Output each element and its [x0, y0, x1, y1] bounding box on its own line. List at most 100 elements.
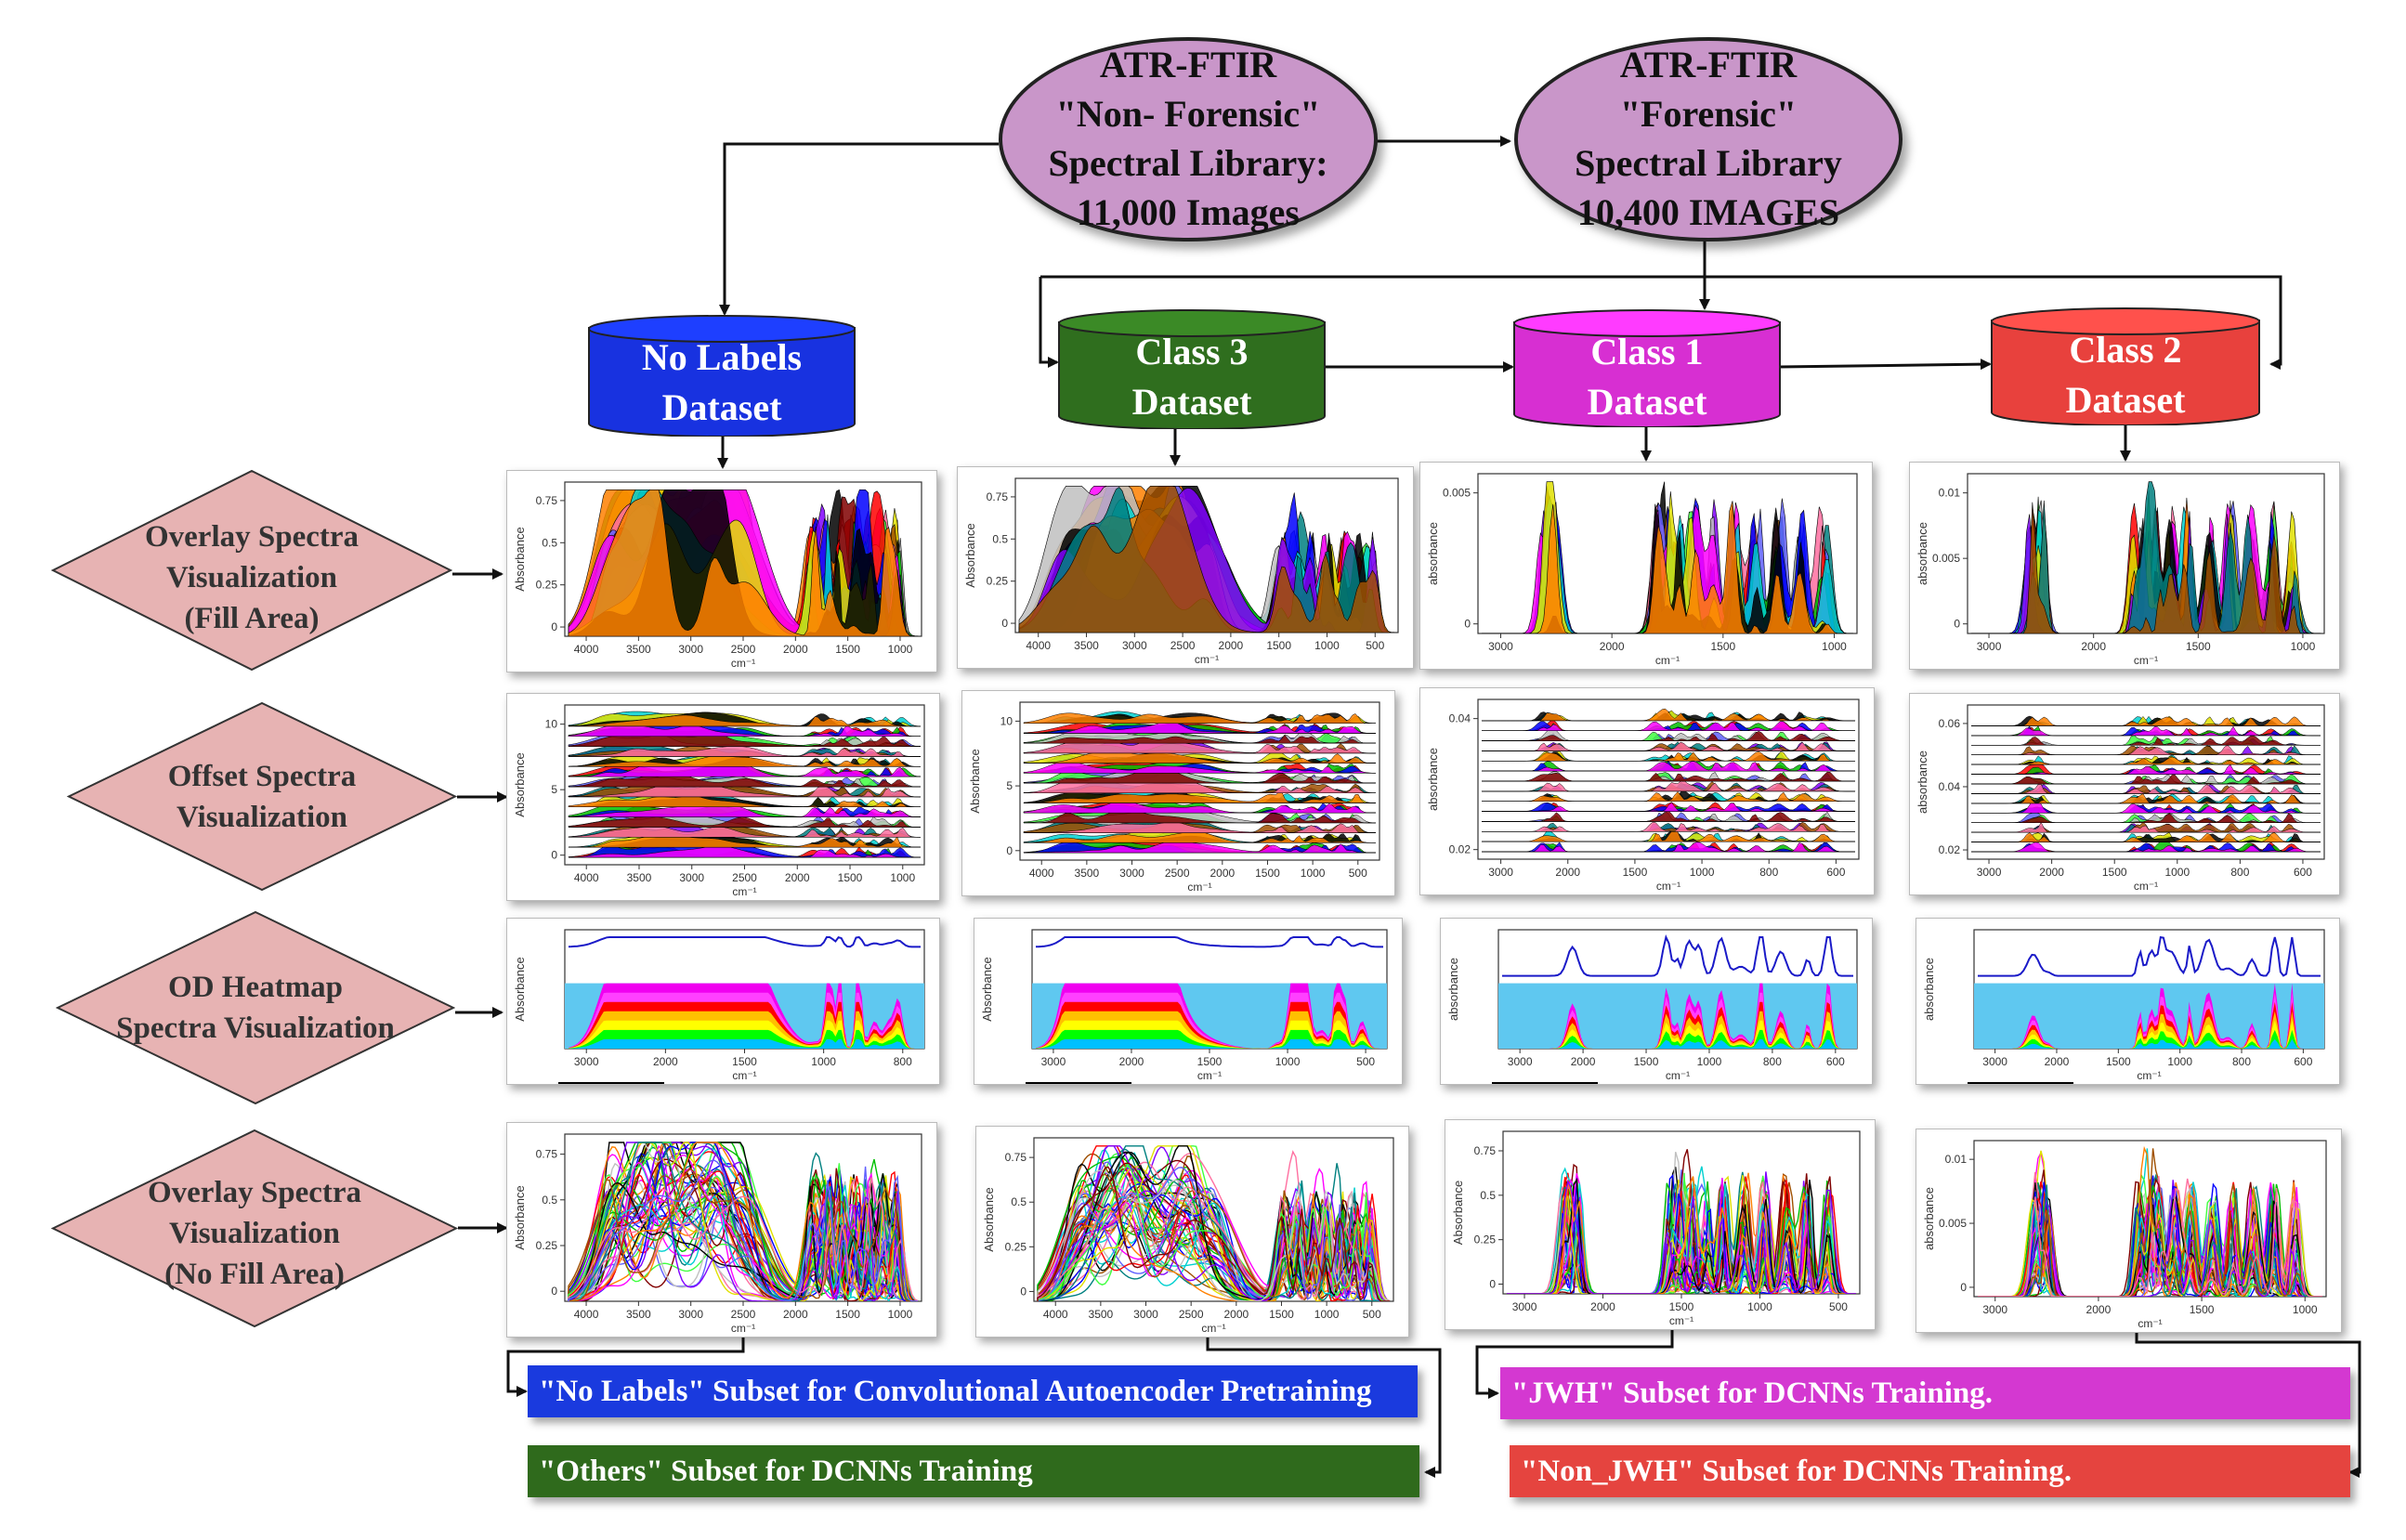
x-tick-label: 2500 — [731, 643, 756, 656]
nonforensic-library-node: ATR-FTIR "Non- Forensic" Spectral Librar… — [999, 37, 1378, 241]
dataset-class1-line-1: Class 1 — [1590, 331, 1704, 372]
x-tick-label: 1500 — [1623, 866, 1648, 879]
offset-series — [1970, 725, 2321, 737]
x-tick-label: 500 — [1349, 867, 1367, 880]
y-axis-label: Absorbance — [1451, 1181, 1465, 1245]
y-tick-label: 0 — [1954, 618, 1960, 631]
plot-area — [1018, 486, 1395, 633]
offset-series — [1970, 764, 2321, 775]
dataset-class3-line-2: Dataset — [1131, 381, 1252, 423]
heatmap-band — [569, 1038, 921, 1049]
x-tick-label: 500 — [1366, 639, 1384, 652]
y-tick-label: 0.25 — [1474, 1233, 1497, 1246]
x-tick-label: 2500 — [732, 871, 757, 884]
y-tick-label: 0.01 — [1939, 487, 1961, 500]
offset-series — [1970, 797, 2321, 814]
colorbar-background — [558, 1082, 664, 1084]
diamond-overlay-nofill-line-1: Overlay Spectra — [147, 1176, 362, 1209]
offset-series — [1481, 741, 1856, 751]
diamond-shape — [56, 910, 455, 1105]
y-tick-label: 0.04 — [1939, 780, 1961, 793]
spectrum-series — [1037, 1187, 1391, 1301]
x-tick-label: 3500 — [626, 1308, 651, 1321]
spectrum-series — [1978, 1189, 2322, 1297]
y-axis-label: Absorbance — [982, 1187, 996, 1251]
heatmap-band — [1978, 1001, 2321, 1049]
y-tick-label: 0 — [551, 620, 557, 633]
offset-series — [1481, 731, 1856, 741]
diamond-offset-line-2: Visualization — [177, 800, 347, 834]
dataset-class1: Class 1 Dataset — [1512, 308, 1782, 428]
x-tick-label: 1500 — [1634, 1055, 1659, 1068]
plot-area — [1037, 1145, 1391, 1301]
plot-area — [1970, 715, 2321, 853]
colorbar-background — [1026, 1082, 1131, 1084]
x-tick-label: 1000 — [1697, 1055, 1722, 1068]
x-tick-label: 2000 — [1119, 1055, 1144, 1068]
offset-series — [1481, 779, 1856, 792]
diamond-heatmap-line-2: Spectra Visualization — [116, 1011, 395, 1045]
spectrum-series — [1978, 1171, 2322, 1297]
offset-series — [1970, 735, 2321, 746]
offset-series — [1970, 793, 2321, 804]
dataset-nolabels-line-1: No Labels — [641, 336, 803, 378]
x-tick-label: 2000 — [1219, 639, 1244, 652]
y-tick-label: 0.005 — [1932, 552, 1960, 565]
diamond-shape — [51, 469, 452, 672]
x-tick-label: 2500 — [1179, 1308, 1204, 1321]
x-tick-label: 1000 — [811, 1055, 836, 1068]
forensic-line-4: 10,400 IMAGES — [1576, 190, 1840, 233]
x-axis-unit: cm⁻¹ — [1655, 654, 1680, 667]
offset-series — [1024, 767, 1376, 784]
colorbar: UniqueAllCommon — [558, 1082, 664, 1084]
heatmap-band — [1978, 1038, 2321, 1049]
y-tick-label: 0.5 — [542, 1194, 557, 1207]
x-tick-label: 3000 — [1119, 867, 1144, 880]
x-tick-label: 1000 — [1275, 1055, 1301, 1068]
diamond-offset-line-1: Offset Spectra — [167, 760, 357, 793]
diamond-overlay-nofill-line-2: Visualization — [169, 1216, 340, 1250]
x-tick-label: 2500 — [1165, 867, 1190, 880]
x-tick-label: 3500 — [626, 643, 651, 656]
x-tick-label: 1500 — [1269, 1308, 1294, 1321]
x-axis-unit: cm⁻¹ — [732, 885, 756, 898]
x-tick-label: 3000 — [1508, 1055, 1533, 1068]
offset-series — [1023, 791, 1377, 803]
y-axis-label: absorbance — [1916, 750, 1929, 814]
x-tick-label: 3000 — [1488, 640, 1513, 653]
y-tick-label: 0 — [1006, 844, 1013, 857]
spectrum-series — [1018, 486, 1395, 633]
offset-series — [1970, 821, 2321, 833]
heatmap-band — [1502, 1038, 1853, 1049]
x-tick-label: 600 — [1826, 1055, 1845, 1068]
x-tick-label: 1000 — [890, 871, 915, 884]
plot-area — [1974, 935, 2324, 1049]
plot-area — [568, 711, 922, 858]
x-tick-label: 2000 — [2045, 1055, 2070, 1068]
offset-series — [568, 746, 922, 757]
x-tick-label: 1500 — [2106, 1055, 2131, 1068]
spectrum-series — [568, 1168, 918, 1301]
x-tick-label: 4000 — [574, 643, 599, 656]
offset-series — [1023, 712, 1377, 724]
panel-class3-heatmap: Absorbance3000200015001000500cm⁻¹UniqueA… — [974, 918, 1403, 1085]
colorbar-background — [1492, 1082, 1598, 1084]
forensic-line-1: ATR-FTIR — [1619, 44, 1798, 86]
y-tick-label: 0 — [551, 1285, 557, 1298]
x-axis-unit: cm⁻¹ — [1669, 1314, 1693, 1327]
cylinder-top — [1058, 309, 1326, 337]
offset-series — [1481, 829, 1856, 842]
y-tick-label: 0.75 — [1005, 1151, 1027, 1164]
x-tick-label: 500 — [1829, 1300, 1848, 1313]
plot-area — [565, 935, 924, 1049]
spectrum-series — [1507, 1179, 1856, 1294]
x-axis-unit: cm⁻¹ — [1656, 880, 1680, 893]
y-axis-label: Absorbance — [980, 957, 994, 1021]
diamond-overlay-fill-line-1: Overlay Spectra — [144, 520, 360, 554]
forensic-line-3: Spectral Library — [1575, 142, 1842, 184]
